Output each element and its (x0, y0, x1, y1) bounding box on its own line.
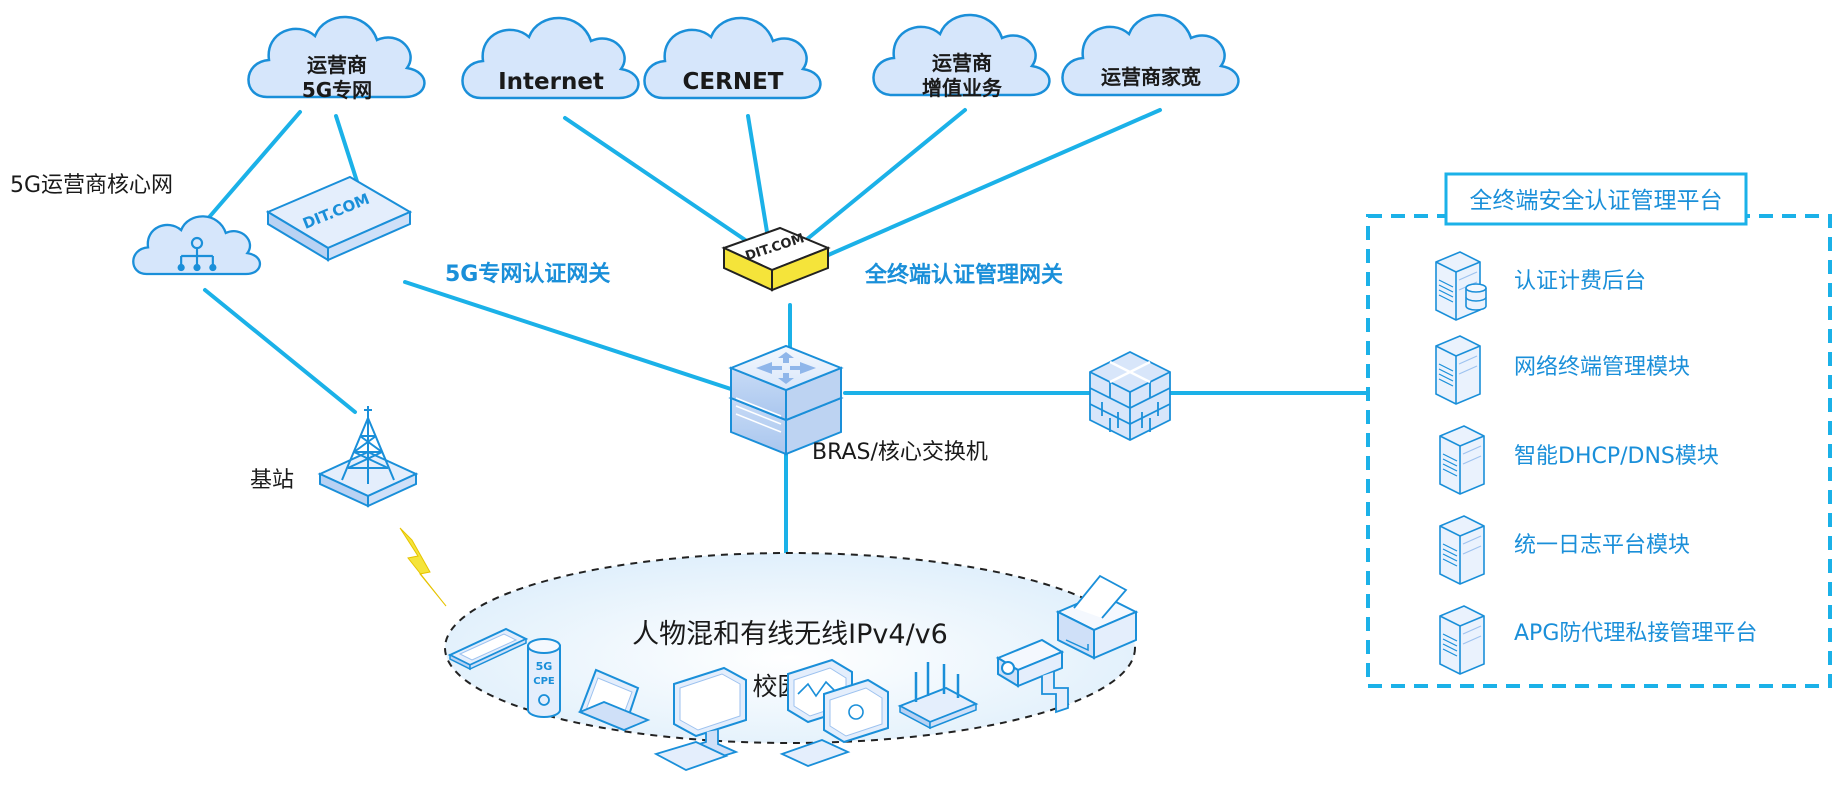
cloud-label-line2: 增值业务 (922, 76, 1003, 100)
link-home-gw (824, 108, 1162, 258)
module-label: 智能DHCP/DNS模块 (1514, 444, 1719, 469)
module-terminal-management: 网络终端管理模块 (1435, 335, 1690, 405)
cloud-value-added: 运营商 增值业务 (872, 13, 1051, 100)
cpe-label-line2: CPE (533, 676, 555, 687)
router-icon: DIT.COM (721, 226, 831, 292)
tablet-icon (447, 627, 529, 671)
module-dhcp-dns: 智能DHCP/DNS模块 (1439, 425, 1719, 495)
server-icon (1439, 515, 1485, 585)
campus-title: 人物混和有线无线IPv4/v6 (632, 619, 948, 650)
cloud-operator-5g: 运营商 5G专网 (247, 15, 426, 102)
laptop-device (577, 668, 651, 732)
router-icon: DIT.COM (265, 175, 413, 262)
network-topology-icon (177, 236, 217, 272)
base-station-label: 基站 (250, 468, 294, 493)
links (203, 108, 1370, 580)
camera-icon (995, 638, 1069, 714)
server-icon (1439, 605, 1485, 675)
module-label: 统一日志平台模块 (1514, 533, 1690, 558)
wifi-router-device (897, 662, 979, 730)
cloud-label: 运营商家宽 (1101, 65, 1201, 89)
gateway-full-label: 全终端认证管理网关 (864, 262, 1063, 288)
lightning-icon (399, 527, 447, 607)
cpe-icon: 5G CPE (527, 638, 561, 718)
printer-icon (1055, 574, 1139, 660)
gateway-5g: DIT.COM (265, 175, 413, 262)
server-icon (1439, 425, 1485, 495)
cloud-label-line1: 运营商 (932, 51, 992, 75)
cloud-home-broadband: 运营商家宽 (1061, 13, 1240, 97)
camera-device (995, 638, 1069, 714)
workstation-device (779, 658, 889, 767)
module-label: APG防代理私接管理平台 (1514, 621, 1757, 646)
tower-icon (317, 406, 419, 508)
desktop-device (653, 666, 747, 771)
server-icon (1435, 335, 1481, 405)
base-station (317, 406, 419, 508)
gateway-5g-label: 5G专网认证网关 (445, 261, 610, 287)
database-icon (1465, 283, 1487, 311)
cloud-label: Internet (498, 69, 604, 95)
bras-switch (728, 344, 844, 456)
link-gateway-bras (403, 280, 742, 394)
cloud-label-line1: 运营商 (307, 53, 367, 77)
bras-label: BRAS/核心交换机 (812, 440, 988, 465)
core-network-label: 5G运营商核心网 (10, 173, 173, 198)
link-5g-cloud-core (203, 110, 302, 224)
module-apg-proxy: APG防代理私接管理平台 (1439, 605, 1757, 675)
monitor-icon (653, 666, 747, 771)
module-unified-log: 统一日志平台模块 (1439, 515, 1690, 585)
printer-device (1055, 574, 1139, 660)
switch-icon (728, 344, 844, 456)
module-label: 网络终端管理模块 (1514, 355, 1690, 380)
server-icon (1435, 251, 1487, 321)
cpe-label-line1: 5G (536, 660, 553, 673)
core-network-cloud (132, 215, 262, 276)
platform-modules: 认证计费后台 网络终端管理模块 智能DHCP/DNS模块 统一日志平台模块 AP… (1435, 251, 1757, 675)
monitor-icon (779, 658, 889, 767)
cloud-label: CERNET (683, 69, 784, 95)
firewall (1089, 350, 1171, 442)
module-label: 认证计费后台 (1514, 269, 1646, 294)
module-auth-billing: 认证计费后台 (1435, 251, 1646, 321)
laptop-icon (577, 668, 651, 732)
arrows-icon (756, 352, 816, 384)
platform-panel: 全终端安全认证管理平台 (1366, 172, 1832, 688)
link-internet-gw (563, 116, 762, 252)
firewall-icon (1089, 350, 1171, 442)
link-vas-gw (804, 108, 967, 242)
tablet-device (447, 627, 529, 671)
platform-title: 全终端安全认证管理平台 (1470, 188, 1723, 214)
link-cernet-gw (746, 114, 770, 240)
wifi-router-icon (897, 662, 979, 730)
cloud-cernet: CERNET (643, 16, 822, 100)
cloud-label-line2: 5G专网 (302, 78, 372, 102)
cloud-internet: Internet (461, 16, 640, 100)
gateway-full-terminal: DIT.COM (721, 226, 831, 292)
link-core-basestation (203, 288, 357, 414)
cpe-device: 5G CPE (527, 638, 561, 718)
